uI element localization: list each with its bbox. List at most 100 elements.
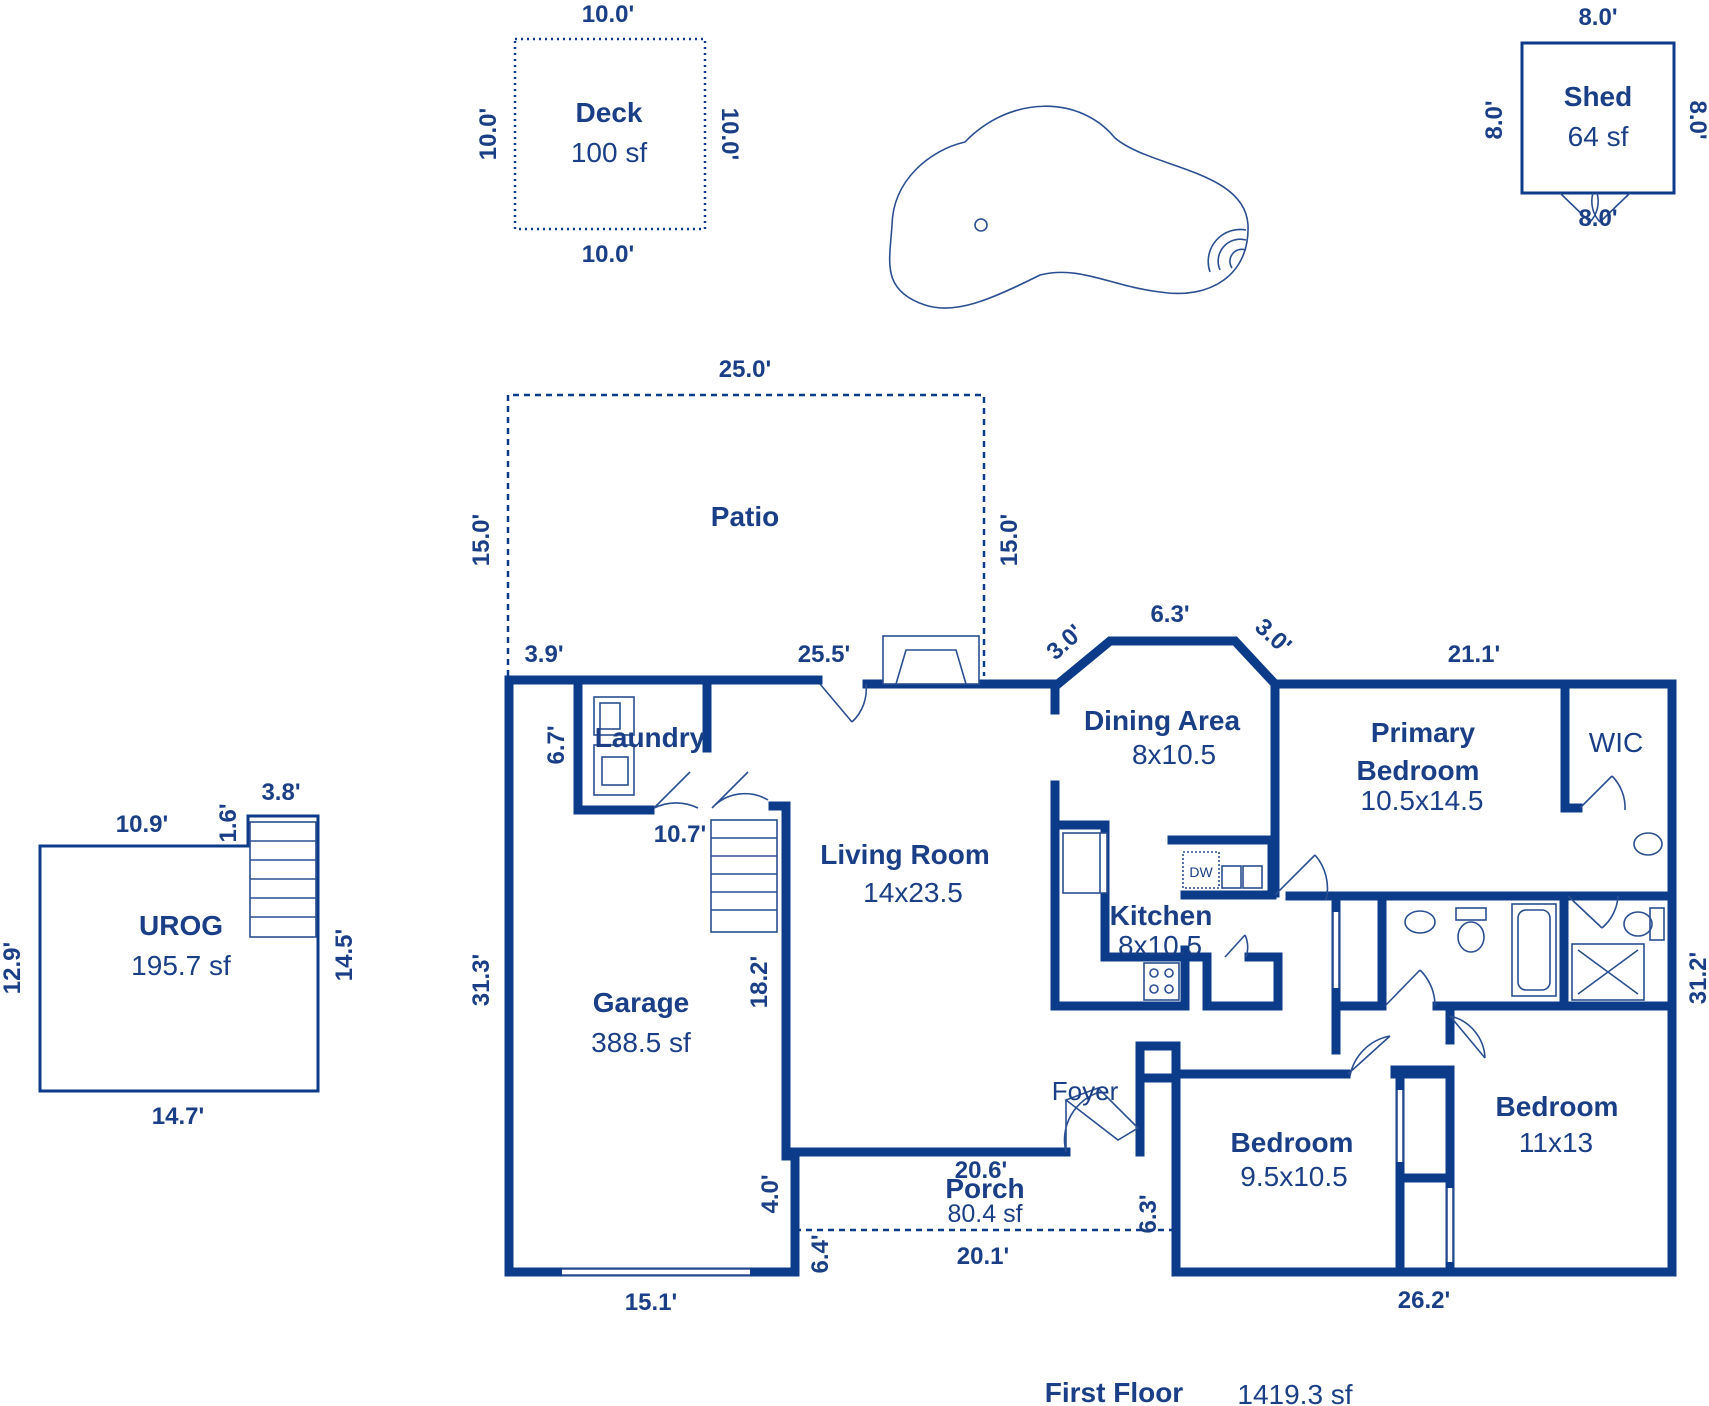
dining-left-wall — [1050, 679, 1190, 1011]
bath-door — [1384, 969, 1436, 1007]
pool-steps — [1207, 228, 1247, 273]
shed-dim-top: 8.0' — [1578, 4, 1617, 31]
patio-outline — [506, 393, 986, 676]
sink-right — [1242, 865, 1263, 889]
dim-26-2: 26.2' — [1398, 1287, 1450, 1314]
doors — [653, 683, 1626, 1153]
urog-dim-bottom: 14.7' — [152, 1103, 204, 1130]
deck: Deck 100 sf 10.0' 10.0' 10.0' 10.0' — [475, 1, 743, 268]
floor-summary: First Floor 1419.3 sf — [1045, 1377, 1353, 1406]
dim-10-7: 10.7' — [654, 821, 706, 848]
dim-18-2: 18.2' — [746, 956, 773, 1008]
patio-name: Patio — [711, 501, 779, 532]
wic-name: WIC — [1589, 727, 1643, 758]
shed: Shed 64 sf 8.0' 8.0' 8.0' 8.0' — [1481, 4, 1709, 232]
deck-name: Deck — [576, 97, 643, 128]
dim-31-3: 31.3' — [468, 954, 495, 1006]
patio-dim-left: 15.0' — [468, 514, 495, 566]
front-door — [1063, 1087, 1140, 1153]
pool — [888, 105, 1249, 309]
floor-area: 1419.3 sf — [1237, 1379, 1352, 1406]
pantry-door — [1224, 934, 1249, 958]
primary-name-2: Bedroom — [1357, 755, 1480, 786]
bedroom1-size: 9.5x10.5 — [1240, 1161, 1347, 1192]
laundry-wall — [573, 679, 712, 815]
sink-bath1 — [1404, 910, 1436, 934]
bed2-door — [1449, 1015, 1486, 1059]
bedroom1-name: Bedroom — [1231, 1127, 1354, 1158]
kitchen-name: Kitchen — [1110, 900, 1213, 931]
shed-dim-right: 8.0' — [1684, 100, 1709, 139]
bath2-door — [1567, 895, 1619, 929]
shed-area: 64 sf — [1568, 121, 1629, 152]
living-size: 14x23.5 — [863, 877, 963, 908]
laundry-appliances — [593, 696, 635, 796]
dim-6-4: 6.4' — [807, 1234, 834, 1273]
pool-outline — [888, 105, 1249, 309]
primary-name-1: Primary — [1371, 717, 1476, 748]
sink-left — [1221, 865, 1242, 889]
pool-drain — [974, 218, 988, 232]
primary-size: 10.5x14.5 — [1361, 785, 1484, 816]
shed-dim-bottom: 8.0' — [1578, 205, 1617, 232]
deck-dim-left: 10.0' — [475, 108, 502, 160]
bed1-door — [1347, 1035, 1391, 1077]
garage-area: 388.5 sf — [591, 1027, 691, 1058]
dim-4-0: 4.0' — [757, 1174, 784, 1213]
wic-sink — [1633, 832, 1663, 856]
urog-dim-left: 12.9' — [0, 942, 26, 994]
patio: Patio 25.0' 15.0' 15.0' — [468, 356, 1023, 676]
dim-3-0-a: 3.0' — [1041, 619, 1088, 665]
urog-dim-3-8: 3.8' — [261, 779, 300, 806]
urog: UROG 195.7 sf 10.9' 1.6' 3.8' 12.9' 14.5… — [0, 779, 358, 1130]
bathtub — [1511, 903, 1557, 997]
kitchen-door — [1274, 854, 1329, 901]
dim-15-1: 15.1' — [625, 1289, 677, 1316]
shed-door — [1559, 192, 1631, 223]
hall-wall — [1135, 1001, 1341, 1157]
dim-6-3-porch: 6.3' — [1135, 1194, 1162, 1233]
urog-dim-top: 10.9' — [116, 811, 168, 838]
dim-21-1: 21.1' — [1448, 641, 1500, 668]
deck-dim-bottom: 10.0' — [582, 241, 634, 268]
urog-stairs — [249, 821, 317, 938]
shed-dim-left: 8.0' — [1481, 100, 1508, 139]
deck-dim-right: 10.0' — [716, 108, 743, 160]
dining-name: Dining Area — [1084, 705, 1241, 736]
foyer-name: Foyer — [1052, 1076, 1119, 1106]
stove — [1143, 962, 1180, 1001]
shed-name: Shed — [1564, 81, 1632, 112]
kitchen-fixtures: DW — [1062, 832, 1263, 1001]
bath-fixtures — [1404, 832, 1665, 1001]
dim-20-1: 20.1' — [957, 1243, 1009, 1270]
urog-name: UROG — [139, 910, 223, 941]
dim-20-6: 20.6' — [955, 1157, 1007, 1184]
garage-stairs — [710, 819, 778, 933]
toilet-tank — [1455, 907, 1487, 921]
dim-31-2: 31.2' — [1685, 952, 1709, 1004]
toilet-bowl — [1457, 921, 1485, 953]
wic-door — [1579, 775, 1626, 811]
kitchen-size: 8x10.5 — [1118, 930, 1202, 961]
fireplace — [882, 635, 980, 685]
rear-door — [819, 683, 868, 723]
laundry-name: Laundry — [595, 722, 706, 753]
patio-dim-right: 15.0' — [996, 514, 1023, 566]
patio-dim-top: 25.0' — [719, 356, 771, 383]
outer-wall-top-living — [862, 636, 1677, 1277]
dim-3-9: 3.9' — [524, 641, 563, 668]
porch-area: 80.4 sf — [947, 1200, 1022, 1228]
deck-outline — [513, 37, 707, 231]
laundry-door — [653, 771, 769, 809]
living-name: Living Room — [820, 839, 990, 870]
dining-size: 8x10.5 — [1132, 739, 1216, 770]
shed-outline — [1520, 41, 1676, 195]
room-labels: Laundry Garage 388.5 sf Living Room 14x2… — [591, 705, 1643, 1228]
deck-dim-top: 10.0' — [582, 1, 634, 28]
urog-outline — [38, 814, 320, 1093]
toilet2-bowl — [1623, 911, 1653, 937]
bedroom2-name: Bedroom — [1496, 1091, 1619, 1122]
dim-6-7: 6.7' — [543, 725, 570, 764]
toilet2-tank — [1649, 907, 1665, 941]
